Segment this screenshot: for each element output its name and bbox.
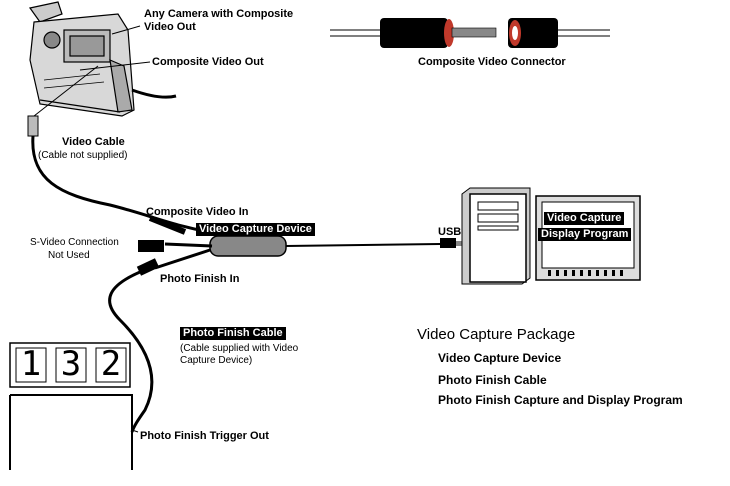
scoreboard-digit: 3 [60, 344, 82, 384]
computer-tower-icon [461, 187, 531, 285]
camcorder-icon [28, 1, 177, 117]
photo-finish-trigger-out-label: Photo Finish Trigger Out [140, 430, 269, 442]
scoreboard-digit: 1 [20, 344, 42, 384]
photo-finish-lead [154, 248, 211, 270]
video-capture-device-body [209, 235, 287, 257]
package-item: Photo Finish Cable [438, 373, 547, 387]
pointer-line [131, 429, 139, 433]
package-item: Photo Finish Capture and Display Program [438, 393, 683, 407]
photo-finish-cable-note-2: Capture Device) [180, 355, 253, 366]
composite-video-in-label: Composite Video In [146, 206, 249, 218]
video-cable [31, 135, 211, 234]
monitor-label-line-1: Video Capture [544, 212, 625, 225]
monitor-label-line-2: Display Program [538, 228, 632, 241]
scoreboard-icon [9, 342, 133, 470]
pointer-line [79, 61, 151, 71]
photo-finish-cable-note-1: (Cable supplied with Video [180, 343, 299, 354]
s-video-connection-label: S-Video Connection [30, 237, 119, 248]
photo-finish-in-plug [136, 258, 160, 276]
photo-finish-cable-line [108, 270, 154, 433]
usb-cable [285, 243, 441, 247]
composite-video-connector-label: Composite Video Connector [418, 56, 566, 68]
video-cable-plug [27, 115, 39, 137]
s-video-not-used-label: Not Used [48, 250, 90, 261]
photo-finish-in-label: Photo Finish In [160, 273, 240, 285]
s-video-plug [138, 240, 164, 252]
package-item: Video Capture Device [438, 351, 562, 365]
s-video-lead [164, 242, 213, 248]
usb-label: USB [438, 226, 462, 238]
video-capture-device-label: Video Capture Device [196, 223, 315, 236]
package-title: Video Capture Package [417, 326, 576, 343]
photo-finish-cable-label: Photo Finish Cable [180, 327, 286, 340]
pointer-line [111, 25, 141, 35]
composite-in-plug [148, 215, 187, 235]
composite-connector-icon [330, 18, 610, 48]
camera-label: Any Camera with Composite Video Out [144, 8, 294, 33]
video-cable-label: Video Cable [62, 136, 125, 148]
video-cable-note: (Cable not supplied) [38, 150, 128, 161]
pointer-line [33, 65, 99, 117]
scoreboard-digit: 2 [100, 344, 122, 384]
usb-plug [440, 238, 456, 248]
usb-plug-tip [456, 241, 462, 246]
composite-video-out-label: Composite Video Out [152, 56, 264, 68]
